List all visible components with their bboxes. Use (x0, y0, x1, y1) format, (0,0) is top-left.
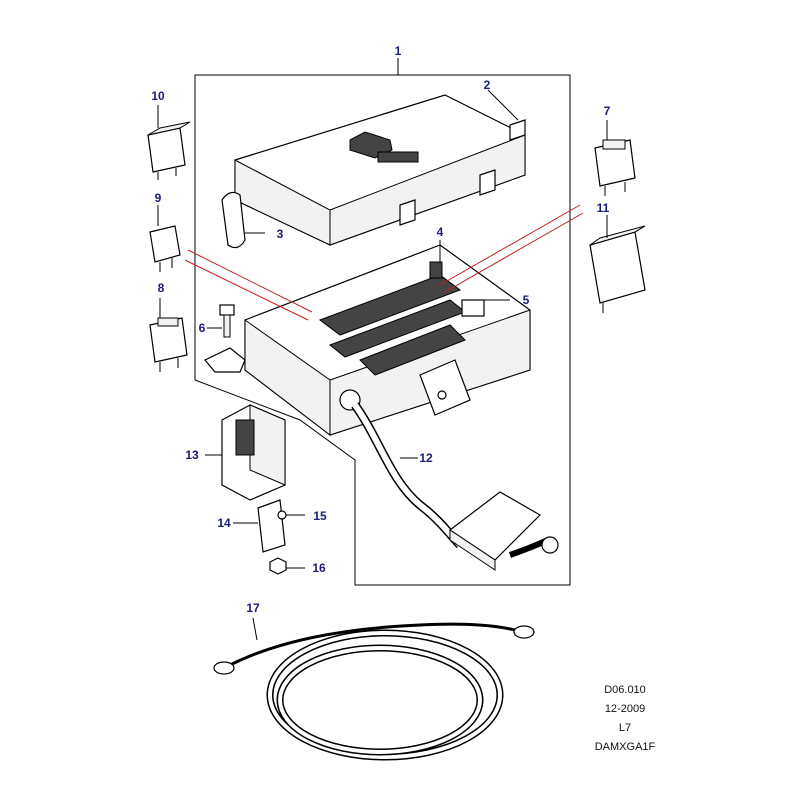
relay-9 (149, 205, 181, 272)
maxi-fuse (461, 299, 510, 317)
screw-15 (277, 510, 305, 520)
callout-17: 17 (246, 601, 260, 615)
mini-fuse (429, 240, 443, 279)
callout-13: 13 (185, 448, 199, 462)
callout-16: 16 (312, 561, 326, 575)
fuse-box-cover (234, 89, 526, 246)
mounting-bolt (207, 304, 235, 338)
bracket-14 (233, 499, 286, 553)
control-module-11 (589, 215, 646, 313)
callout-5: 5 (523, 293, 530, 307)
relay-8 (149, 298, 188, 372)
callout-4: 4 (437, 225, 444, 239)
callout-9: 9 (155, 191, 162, 205)
reference-block: D06.010 12-2009 L7 DAMXGA1F (595, 684, 656, 753)
callout-11: 11 (597, 201, 610, 215)
reference-level: L7 (619, 722, 631, 734)
battery-cable-12 (351, 402, 559, 571)
callout-labels: 1 2 3 4 5 6 7 8 9 10 11 12 13 14 15 16 1… (151, 44, 610, 615)
callout-2: 2 (484, 78, 491, 92)
fuse-box-base (204, 244, 531, 437)
callout-12: 12 (419, 451, 433, 465)
relay-10 (147, 105, 191, 180)
reference-code: D06.010 (604, 684, 646, 696)
fuse-row-upper (318, 274, 466, 358)
relay-7 (594, 120, 636, 196)
nut-16 (269, 557, 305, 575)
assembly-outline (194, 58, 571, 586)
fuse-row-lower (359, 324, 466, 376)
callout-14: 14 (217, 516, 231, 530)
red-leader-lines (184, 204, 584, 321)
reference-drawing-id: DAMXGA1F (595, 741, 656, 753)
callout-10: 10 (151, 89, 165, 103)
callout-8: 8 (158, 281, 165, 295)
reference-date: 12-2009 (605, 703, 645, 715)
callout-3: 3 (277, 227, 284, 241)
callout-15: 15 (313, 509, 327, 523)
callout-7: 7 (604, 104, 611, 118)
callout-1: 1 (395, 44, 402, 58)
earth-cable-17 (213, 617, 535, 761)
connector-block-13 (205, 404, 286, 501)
callout-6: 6 (199, 321, 206, 335)
cover-clip (221, 191, 265, 249)
